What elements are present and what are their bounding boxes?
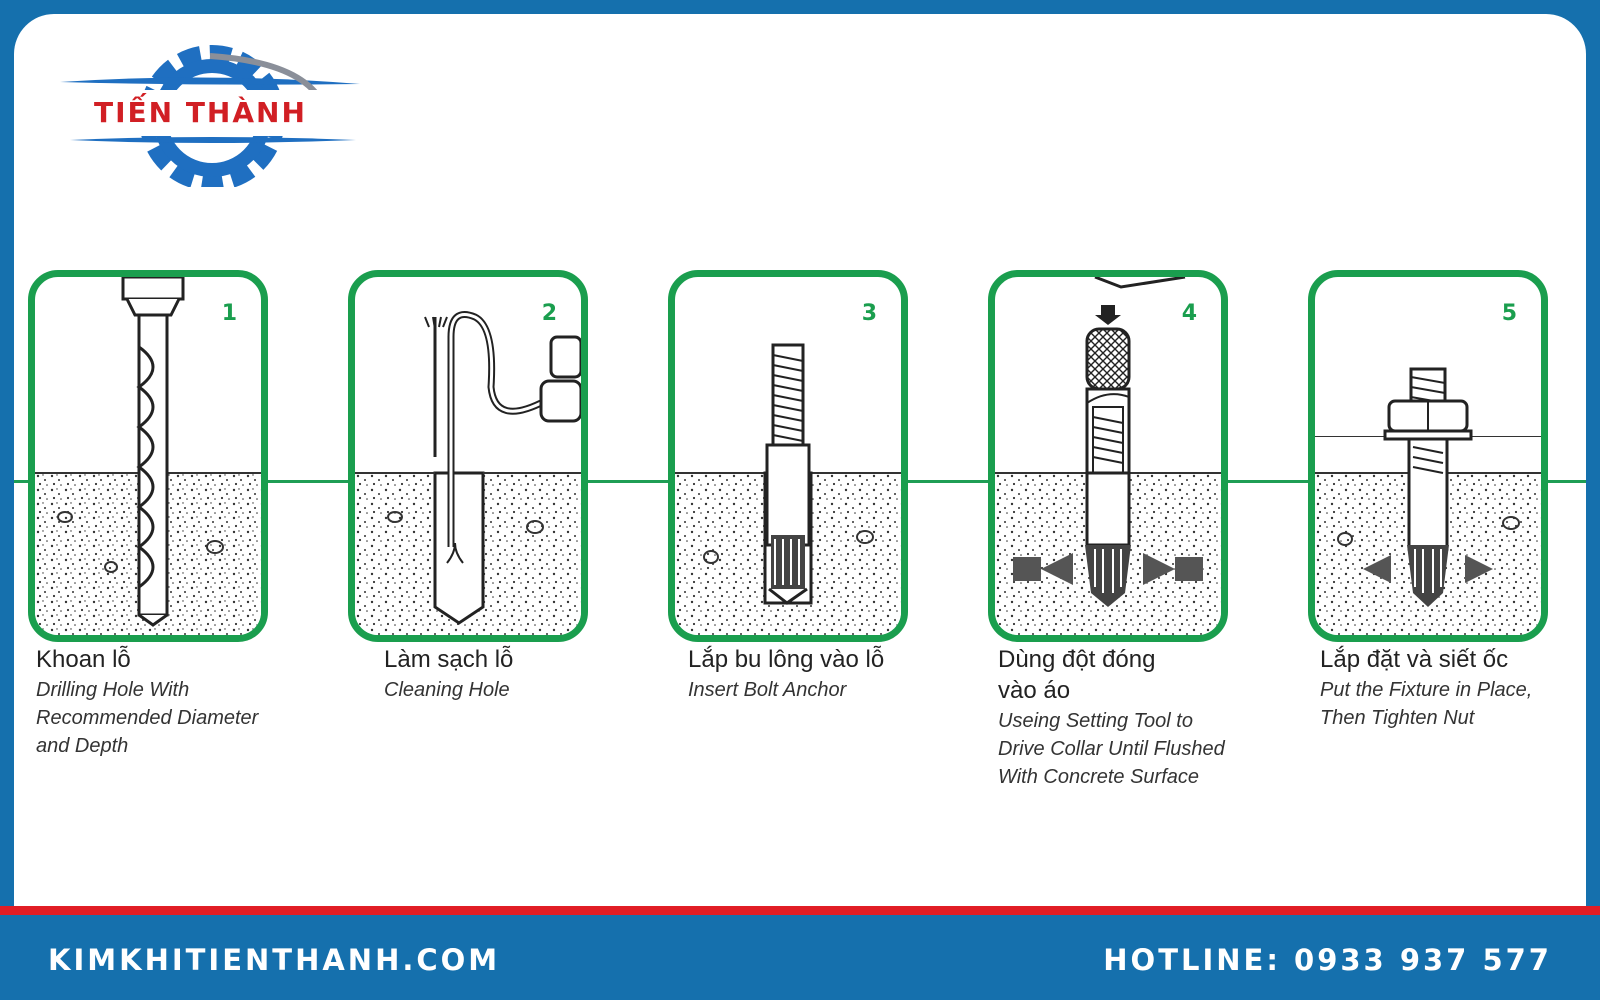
step-subtitle: Drilling Hole With Recommended Diameter … <box>36 679 259 757</box>
setting-tool-icon <box>995 277 1221 635</box>
hotline-text[interactable]: HOTLINE: 0933 937 577 <box>1103 943 1552 977</box>
step-number: 1 <box>221 301 237 326</box>
step-number: 2 <box>541 301 557 326</box>
footer-accent-stripe <box>0 906 1600 915</box>
step-caption: Dùng đột đóng vào áo Useing Setting Tool… <box>998 644 1278 791</box>
step-4: 4 Dùng đột đóng vào áo Useing Setting To… <box>988 270 1228 788</box>
website-link[interactable]: KIMKHITIENTHANH.COM <box>48 943 501 977</box>
step-caption: Khoan lỗ Drilling Hole With Recommended … <box>36 644 316 760</box>
step-subtitle: Insert Bolt Anchor <box>688 679 847 701</box>
step-panel: 4 <box>988 270 1228 642</box>
step-number: 4 <box>1181 301 1197 326</box>
step-number: 5 <box>1501 301 1517 326</box>
step-2: 2 Làm sạch lỗ Cleaning Hole <box>348 270 588 701</box>
step-number: 3 <box>861 301 877 326</box>
step-panel: 3 <box>668 270 908 642</box>
gear-icon <box>60 45 360 191</box>
air-blower-icon <box>355 311 581 635</box>
brand-name: TIẾN THÀNH <box>94 96 307 129</box>
step-5: 5 Lắp đặt và siết ốc Put the Fixture in … <box>1308 270 1548 729</box>
step-1: 1 Khoan lỗ Drilling Hole With Recommende… <box>28 270 268 757</box>
step-3: 3 Lắp bu lông vào lỗ Insert Bolt Anchor <box>668 270 908 701</box>
step-subtitle: Cleaning Hole <box>384 679 510 701</box>
drill-bit-icon <box>35 277 261 635</box>
step-panel: 5 <box>1308 270 1548 642</box>
step-caption: Lắp bu lông vào lỗ Insert Bolt Anchor <box>688 644 968 704</box>
step-title: Khoan lỗ <box>36 646 131 673</box>
step-title: Lắp đặt và siết ốc <box>1320 646 1509 673</box>
tightened-nut-icon <box>1315 367 1541 635</box>
footer-bar: KIMKHITIENTHANH.COM HOTLINE: 0933 937 57… <box>0 915 1600 1000</box>
step-title: Lắp bu lông vào lỗ <box>688 646 885 673</box>
bolt-anchor-icon <box>675 343 901 635</box>
step-subtitle: Useing Setting Tool to Drive Collar Unti… <box>998 710 1225 788</box>
step-caption: Lắp đặt và siết ốc Put the Fixture in Pl… <box>1320 644 1560 732</box>
step-caption: Làm sạch lỗ Cleaning Hole <box>384 644 664 704</box>
step-title: Dùng đột đóng vào áo <box>998 646 1156 704</box>
step-subtitle: Put the Fixture in Place, Then Tighten N… <box>1320 679 1533 729</box>
main-card: TIẾN THÀNH <box>14 14 1586 906</box>
step-panel: 2 <box>348 270 588 642</box>
brand-logo[interactable]: TIẾN THÀNH <box>60 42 360 191</box>
step-panel: 1 <box>28 270 268 642</box>
step-title: Làm sạch lỗ <box>384 646 514 673</box>
